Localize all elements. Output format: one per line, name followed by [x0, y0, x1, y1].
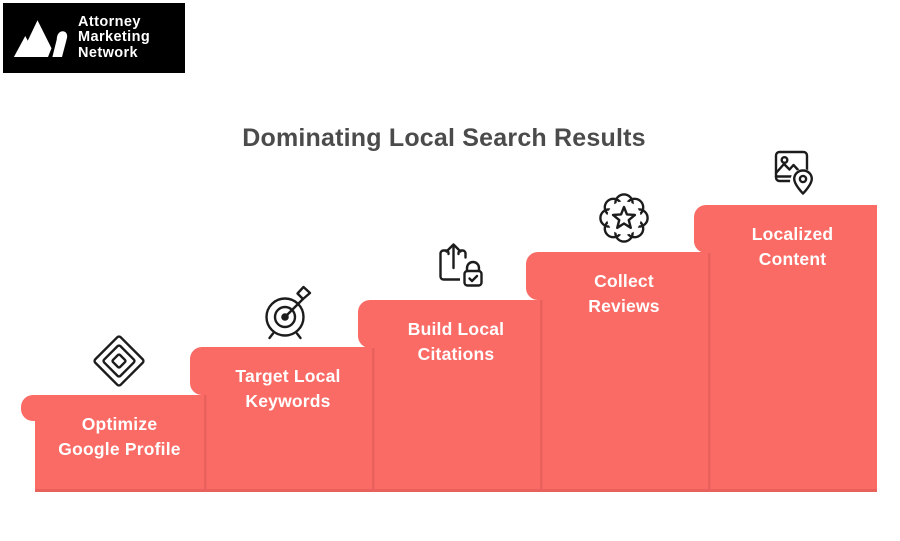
- page-title: Dominating Local Search Results: [242, 124, 646, 152]
- step-block-collect-reviews: Collect Reviews: [526, 252, 708, 492]
- step-label: Collect Reviews: [588, 271, 660, 316]
- logo-line-1: Attorney: [78, 13, 141, 30]
- step-block-optimize-google-profile: Optimize Google Profile: [21, 395, 204, 492]
- logo-wordmark: Attorney Marketing Network: [78, 13, 151, 62]
- step-block-localized-content: Localized Content: [694, 205, 877, 492]
- step-label: Optimize Google Profile: [58, 414, 181, 459]
- upload-lock-icon: [427, 237, 485, 295]
- step-block-target-local-keywords: Target Local Keywords: [190, 347, 372, 492]
- step-label: Localized Content: [751, 224, 834, 269]
- step-label: Build Local Citations: [407, 319, 505, 364]
- target-arrow-icon: [259, 284, 317, 342]
- step-block-build-local-citations: Build Local Citations: [358, 300, 540, 492]
- badge-star-icon: [595, 189, 653, 247]
- logo-line-2: Marketing: [78, 29, 151, 46]
- image-location-icon: [763, 142, 821, 200]
- logo-line-3: Network: [78, 44, 139, 61]
- step-label: Target Local Keywords: [235, 366, 341, 411]
- logo-mountain-icon: [13, 13, 69, 64]
- nested-diamonds-icon: [90, 332, 148, 390]
- attorney-marketing-network-logo: Attorney Marketing Network: [3, 3, 185, 73]
